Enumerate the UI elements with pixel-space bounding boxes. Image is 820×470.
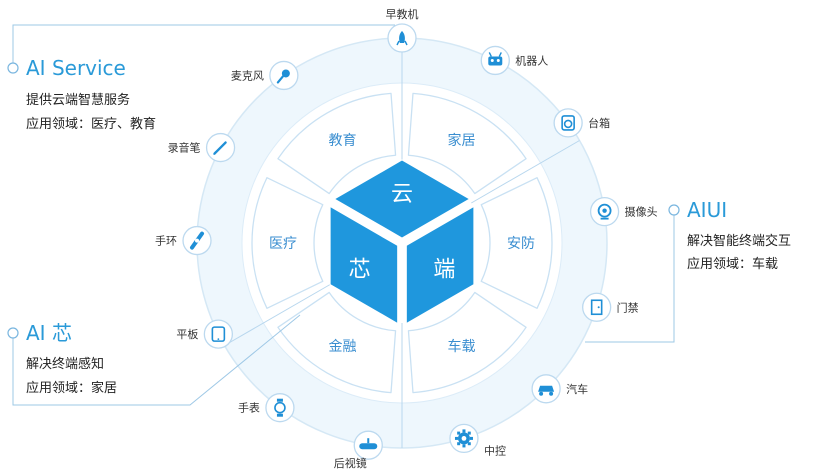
- sector-region: [407, 92, 527, 195]
- sector-region: [251, 177, 324, 309]
- device-item[interactable]: 台箱: [553, 108, 610, 138]
- callout-description: 解决智能终端交互: [687, 233, 791, 249]
- core-label: 端: [433, 258, 455, 283]
- callout-application: 应用领域：车载: [687, 256, 778, 272]
- device-badge: [553, 108, 583, 138]
- connector-aiui: [585, 215, 675, 343]
- device-badge: [582, 292, 612, 322]
- device-item[interactable]: 平板: [176, 319, 234, 349]
- rocket-icon: [396, 31, 408, 46]
- device-badge: [203, 319, 234, 349]
- callout-description: 解决终端感知: [26, 356, 104, 372]
- sector-label: 安防: [507, 236, 535, 252]
- core-face: [405, 205, 475, 325]
- device-item[interactable]: 门禁: [582, 292, 639, 322]
- core-cube: 云端 芯: [329, 159, 475, 325]
- callout-title: AI 芯: [26, 321, 72, 345]
- callout-ai-service: AI Service 提供云端智慧服务 应用领域：医疗、教育: [7, 56, 156, 132]
- car-icon: [538, 385, 555, 396]
- mirror-icon: [359, 438, 378, 450]
- camera-icon: [597, 203, 612, 220]
- robot-icon: [488, 52, 503, 66]
- device-label: 手表: [238, 401, 260, 415]
- callout-title: AI Service: [26, 56, 126, 80]
- device-label: 麦克风: [231, 69, 264, 82]
- core-label: 芯: [349, 258, 371, 283]
- device-item[interactable]: 手环: [155, 225, 212, 256]
- connector-ai-chip: [12, 314, 301, 406]
- device-label: 后视镜: [334, 456, 367, 470]
- sector-label: 车载: [448, 338, 476, 355]
- sector-label: 金融: [329, 339, 357, 355]
- sector-label: 教育: [329, 133, 357, 149]
- device-label: 平板: [176, 327, 198, 341]
- callout-ai-chip: AI 芯 解决终端感知 应用领域：家居: [7, 321, 117, 396]
- callout-anchor-dot: [668, 204, 680, 216]
- divider-line: [224, 282, 333, 346]
- device-item[interactable]: 摄像头: [589, 196, 658, 227]
- microphone-icon: [276, 69, 290, 84]
- device-label: 摄像头: [625, 205, 658, 219]
- callout-description: 提供云端智慧服务: [26, 92, 130, 108]
- device-label: 中控: [484, 443, 506, 457]
- connector-ai-service: [12, 24, 395, 63]
- pen-icon: [213, 141, 227, 155]
- device-label: 手环: [155, 234, 177, 248]
- device-item[interactable]: 手表: [238, 393, 295, 423]
- band-icon: [190, 231, 205, 250]
- callout-title: AIUI: [687, 198, 727, 222]
- sector-region: [407, 291, 527, 394]
- tablet-icon: [211, 326, 226, 342]
- device-badge: [265, 393, 295, 423]
- sector-label: 家居: [448, 132, 476, 149]
- sector-region: [277, 92, 397, 195]
- core-label: 云: [391, 182, 413, 207]
- core-face: [333, 159, 471, 239]
- device-label: 录音笔: [168, 141, 201, 155]
- device-label: 机器人: [515, 53, 548, 67]
- watch-icon: [274, 398, 286, 417]
- core-face: [329, 205, 399, 325]
- device-label: 早教机: [386, 7, 419, 21]
- device-item[interactable]: 机器人: [480, 45, 548, 76]
- sector-region: [480, 177, 553, 309]
- callout-anchor-dot: [7, 327, 19, 339]
- device-item[interactable]: 麦克风: [231, 60, 299, 91]
- device-item[interactable]: 中控: [449, 423, 506, 457]
- divider-layer: [224, 38, 580, 448]
- device-item[interactable]: 汽车: [531, 374, 588, 404]
- callout-application: 应用领域：家居: [26, 380, 117, 396]
- gear-icon: [454, 429, 473, 448]
- device-item[interactable]: 早教机: [386, 7, 419, 53]
- device-label: 台箱: [588, 116, 610, 130]
- device-item[interactable]: 录音笔: [168, 132, 236, 163]
- device-label: 门禁: [617, 300, 639, 314]
- door-icon: [590, 299, 603, 316]
- callout-anchor-dot: [7, 62, 19, 74]
- callout-aiui: AIUI 解决智能终端交互 应用领域：车载: [668, 198, 791, 272]
- speaker-icon: [561, 115, 575, 131]
- divider-line: [471, 140, 580, 204]
- device-label: 汽车: [566, 382, 588, 396]
- callout-connectors: [12, 24, 675, 406]
- sector-label: 医疗: [269, 236, 297, 252]
- callout-application: 应用领域：医疗、教育: [26, 116, 156, 132]
- device-item[interactable]: 后视镜: [334, 430, 383, 470]
